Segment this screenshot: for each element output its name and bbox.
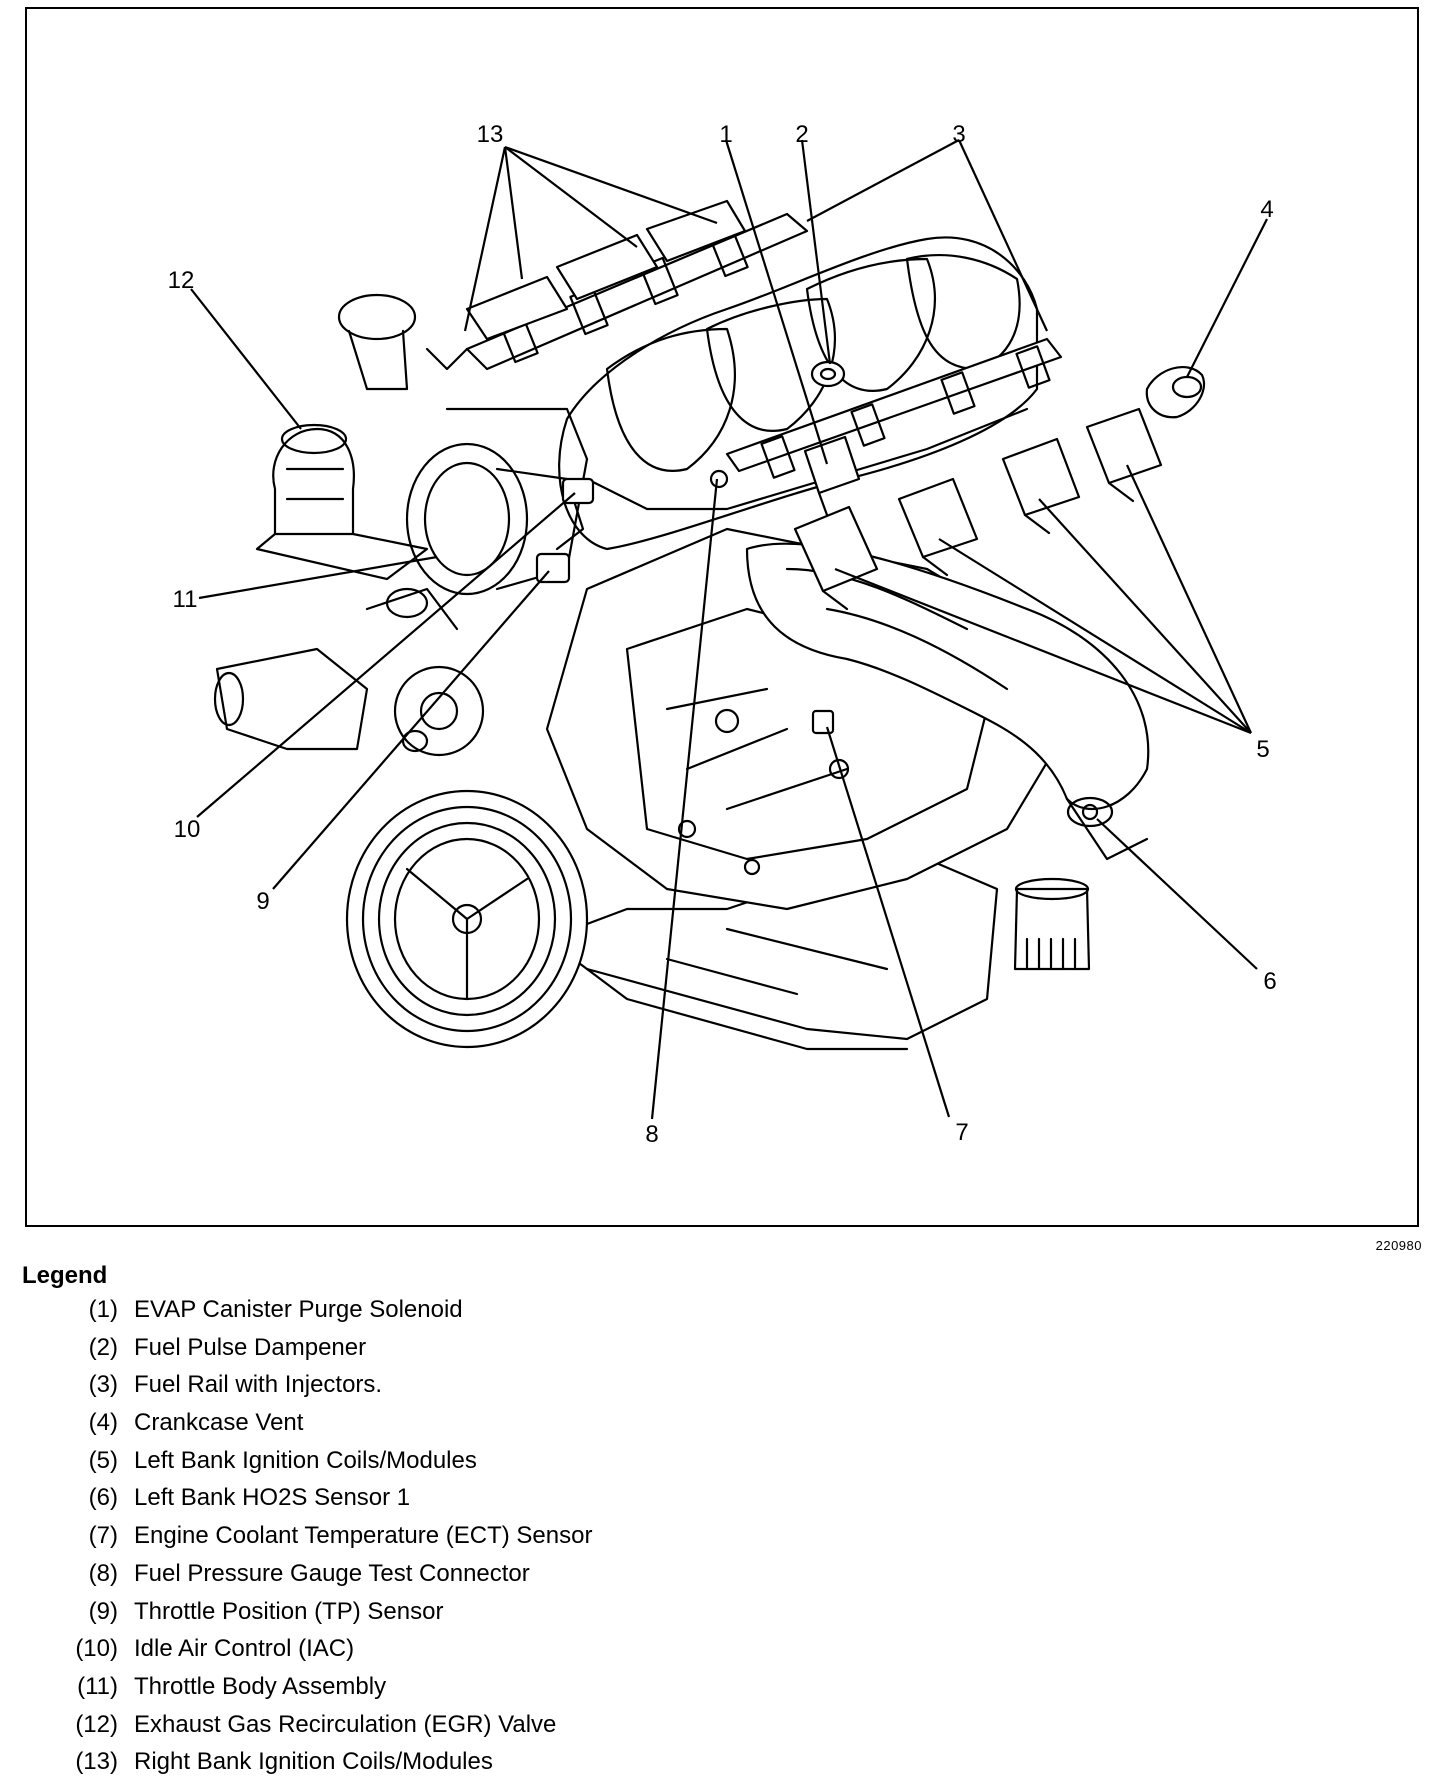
water-pump (213, 587, 485, 757)
callout-4: 4 (1260, 196, 1273, 223)
callout-2: 2 (795, 121, 808, 148)
evap-purge-solenoid (803, 435, 861, 517)
legend-item: (3) Fuel Rail with Injectors. (22, 1371, 592, 1409)
balancer-pulley (345, 789, 589, 1049)
callouts: 13 1 2 3 4 12 11 5 10 9 6 8 7 (168, 121, 1277, 1148)
legend-num: (9) (88, 1597, 118, 1625)
legend-item: (5) Left Bank Ignition Coils/Modules (22, 1447, 592, 1485)
leader-13c (504, 146, 638, 248)
crankcase-vent (1145, 365, 1205, 419)
legend-num: (10) (75, 1635, 118, 1663)
diagram-frame: 13 1 2 3 4 12 11 5 10 9 6 8 7 (25, 7, 1419, 1227)
leader-6 (1096, 818, 1258, 970)
legend-num: (7) (88, 1522, 118, 1550)
legend-text: Idle Air Control (IAC) (134, 1635, 355, 1663)
leader-3b (958, 139, 1048, 332)
egr-valve (255, 423, 429, 581)
legend-title: Legend (22, 1262, 108, 1289)
leader-lines (190, 139, 1268, 1120)
legend-text: Engine Coolant Temperature (ECT) Sensor (134, 1522, 593, 1550)
leader-3a (806, 139, 960, 222)
legend-num: (6) (88, 1484, 118, 1512)
legend-item: (8) Fuel Pressure Gauge Test Connector (22, 1560, 592, 1598)
legend-item: (10) Idle Air Control (IAC) (22, 1635, 592, 1673)
oil-pan (545, 857, 999, 1051)
oil-filter (1013, 877, 1091, 971)
legend-text: Crankcase Vent (134, 1409, 304, 1437)
leader-13a (463, 146, 507, 332)
fuel-pulse-dampener (810, 360, 846, 388)
oil-filler (337, 293, 417, 391)
legend-num: (12) (75, 1710, 118, 1738)
legend-list: (1) EVAP Canister Purge Solenoid (2) Fuel … (22, 1296, 592, 1786)
legend-item: (2) Fuel Pulse Dampener (22, 1334, 592, 1372)
leader-9 (272, 570, 550, 890)
legend-num: (11) (77, 1672, 118, 1700)
legend-text: Left Bank HO2S Sensor 1 (134, 1484, 411, 1512)
legend-item: (9) Throttle Position (TP) Sensor (22, 1598, 592, 1636)
legend-text: Fuel Pulse Dampener (134, 1333, 367, 1361)
callout-7: 7 (955, 1119, 968, 1146)
callout-10: 10 (174, 816, 201, 843)
legend-item: (12) Exhaust Gas Recirculation (EGR) Valv… (22, 1711, 592, 1749)
callout-1: 1 (719, 121, 732, 148)
legend-text: Fuel Pressure Gauge Test Connector (134, 1559, 530, 1587)
leader-1 (724, 139, 829, 465)
leader-7 (825, 726, 951, 1118)
leader-5c (1038, 498, 1252, 734)
callout-3: 3 (952, 121, 965, 148)
callout-5: 5 (1256, 736, 1269, 763)
leader-13b (503, 146, 524, 280)
engine-illustration (213, 199, 1205, 1051)
leader-5b (938, 538, 1252, 734)
legend-text: Exhaust Gas Recirculation (EGR) Valve (134, 1710, 557, 1738)
legend-item: (13) Right Bank Ignition Coils/Modules (22, 1748, 592, 1786)
legend-item: (6) Left Bank HO2S Sensor 1 (22, 1484, 592, 1522)
leader-4 (1186, 218, 1268, 378)
ect-sensor (811, 709, 835, 735)
leader-13d (504, 145, 718, 225)
legend-num: (13) (75, 1748, 118, 1776)
legend-item: (7) Engine Coolant Temperature (ECT) Sens… (22, 1522, 593, 1560)
legend-num: (2) (88, 1333, 118, 1361)
legend-num: (8) (88, 1559, 118, 1587)
left-bank-coils (793, 407, 1163, 611)
figure-id: 220980 (1375, 1238, 1422, 1253)
leader-8 (650, 478, 719, 1120)
leader-5d (1126, 464, 1252, 734)
fuel-rail-right (465, 212, 809, 371)
fuel-rail-left (725, 337, 1063, 479)
legend-text: Fuel Rail with Injectors. (134, 1371, 383, 1399)
legend-text: Right Bank Ignition Coils/Modules (134, 1748, 493, 1776)
callout-9: 9 (256, 888, 269, 915)
legend-item: (4) Crankcase Vent (22, 1409, 592, 1447)
leader-10 (196, 492, 576, 818)
legend-num: (3) (88, 1371, 118, 1399)
legend-text: Throttle Position (TP) Sensor (134, 1597, 444, 1625)
legend-text: Throttle Body Assembly (134, 1672, 387, 1700)
callout-8: 8 (645, 1121, 658, 1148)
leader-5a (834, 567, 1252, 735)
callout-12: 12 (168, 267, 195, 294)
right-bank-coils (425, 199, 747, 371)
legend-num: (1) (88, 1296, 118, 1323)
engine-drawing: 13 1 2 3 4 12 11 5 10 9 6 8 7 (168, 121, 1277, 1148)
leader-11 (198, 555, 438, 600)
callout-13: 13 (477, 121, 504, 148)
legend-num: (4) (88, 1409, 118, 1437)
legend-text: EVAP Canister Purge Solenoid (134, 1296, 463, 1323)
legend-item: (1) EVAP Canister Purge Solenoid (22, 1296, 592, 1334)
legend-text: Left Bank Ignition Coils/Modules (134, 1446, 477, 1474)
legend: Legend (1) EVAP Canister Purge Solenoid (… (22, 1262, 592, 1786)
callout-11: 11 (173, 586, 198, 613)
leader-12 (190, 288, 302, 430)
legend-num: (5) (88, 1446, 118, 1474)
leader-2 (800, 139, 832, 365)
callout-6: 6 (1263, 968, 1276, 995)
legend-item: (11) Throttle Body Assembly (22, 1673, 592, 1711)
